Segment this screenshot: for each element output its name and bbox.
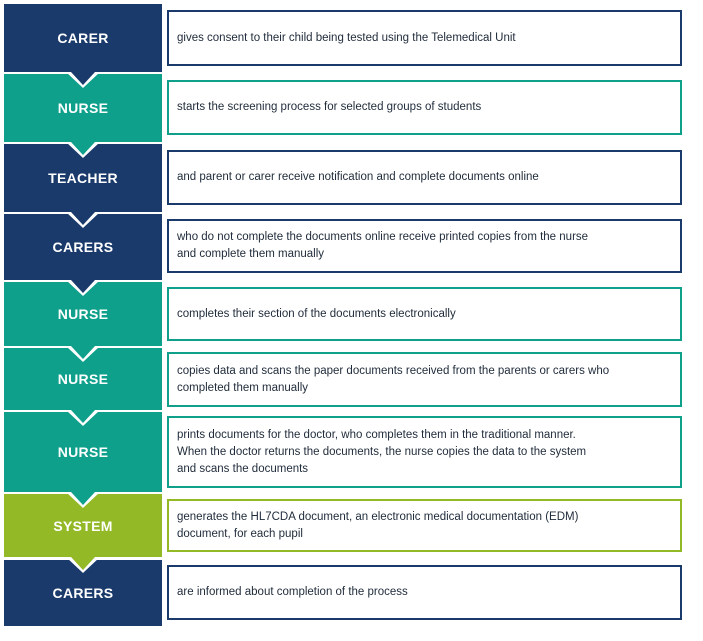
flow-arrow-fill <box>71 557 95 570</box>
step-description-text: completes their section of the documents… <box>177 307 456 320</box>
step-description-text: are informed about completion of the pro… <box>177 586 408 598</box>
step-description-text: who do not complete the documents online… <box>177 231 589 260</box>
role-label: NURSE <box>57 100 109 116</box>
role-box-carer: CARER <box>4 4 162 72</box>
step-description-text: starts the screening process for selecte… <box>177 101 482 113</box>
role-label: CARERS <box>52 239 114 255</box>
role-box-nurse: NURSE <box>4 74 162 142</box>
step-description-box: prints documents for the doctor, who com… <box>167 416 682 488</box>
role-label: NURSE <box>57 371 109 387</box>
step-description-text: generates the HL7CDA document, an electr… <box>177 510 579 540</box>
flow-arrow-fill <box>71 142 95 155</box>
role-label: CARER <box>57 30 109 46</box>
flow-arrow-fill <box>71 492 95 505</box>
step-description-box: who do not complete the documents online… <box>167 219 682 273</box>
step-description-text: gives consent to their child being teste… <box>177 31 516 44</box>
flow-arrow-fill <box>71 72 95 85</box>
flow-arrow-fill <box>71 280 95 293</box>
role-label: NURSE <box>57 444 109 460</box>
step-description-box: generates the HL7CDA document, an electr… <box>167 499 682 552</box>
flow-arrow-fill <box>71 410 95 423</box>
role-label: NURSE <box>57 306 109 322</box>
role-label: SYSTEM <box>53 517 113 534</box>
step-description-box: starts the screening process for selecte… <box>167 80 682 135</box>
role-label: TEACHER <box>48 170 118 186</box>
step-description-box: gives consent to their child being teste… <box>167 10 682 66</box>
flow-arrow-fill <box>71 346 95 359</box>
step-description-text: prints documents for the doctor, who com… <box>177 428 587 475</box>
step-description-text: copies data and scans the paper document… <box>177 364 610 394</box>
step-description-text: and parent or carer receive notification… <box>177 171 539 183</box>
step-description-box: are informed about completion of the pro… <box>167 565 682 620</box>
role-label: CARERS <box>52 585 114 601</box>
step-description-box: completes their section of the documents… <box>167 287 682 341</box>
flow-arrow-fill <box>71 212 95 225</box>
step-description-box: copies data and scans the paper document… <box>167 352 682 407</box>
step-description-box: and parent or carer receive notification… <box>167 150 682 205</box>
